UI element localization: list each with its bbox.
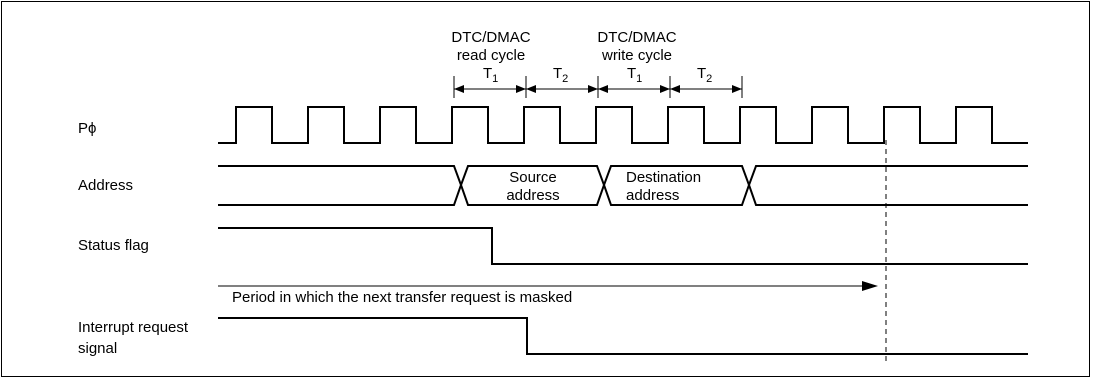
t-interval-arrows — [454, 85, 742, 93]
read-cycle-title-line2: read cycle — [457, 47, 525, 64]
clock-waveform — [218, 106, 1028, 144]
t-interval-ticks — [453, 76, 743, 98]
status-flag-waveform — [218, 227, 1028, 265]
read-t1-label: T1 — [483, 65, 498, 85]
svg-text:T1: T1 — [627, 65, 642, 85]
masked-period-arrow — [218, 281, 878, 291]
status-flag-signal-label: Status flag — [78, 237, 149, 254]
svg-text:T2: T2 — [553, 65, 568, 85]
read-t2-label: T2 — [553, 65, 568, 85]
svg-text:T2: T2 — [697, 65, 712, 85]
interrupt-signal-label-line2: signal — [78, 340, 117, 357]
svg-text:T1: T1 — [483, 65, 498, 85]
read-cycle-title-line1: DTC/DMAC — [451, 29, 530, 46]
destination-address-label-line1: Destination — [626, 169, 701, 186]
write-cycle-title-line2: write cycle — [601, 47, 672, 64]
write-t1-label: T1 — [627, 65, 642, 85]
interrupt-signal-label-line1: Interrupt request — [78, 319, 189, 336]
source-address-label-line1: Source — [509, 169, 557, 186]
address-signal-label: Address — [78, 177, 133, 194]
write-t2-label: T2 — [697, 65, 712, 85]
interrupt-request-waveform — [218, 317, 1028, 355]
destination-address-label-line2: address — [626, 187, 679, 204]
address-bus-waveform — [218, 165, 1028, 206]
masked-period-label: Period in which the next transfer reques… — [232, 289, 572, 306]
clock-signal-label: Pϕ — [78, 120, 96, 137]
source-address-label-line2: address — [506, 187, 559, 204]
write-cycle-title-line1: DTC/DMAC — [597, 29, 676, 46]
